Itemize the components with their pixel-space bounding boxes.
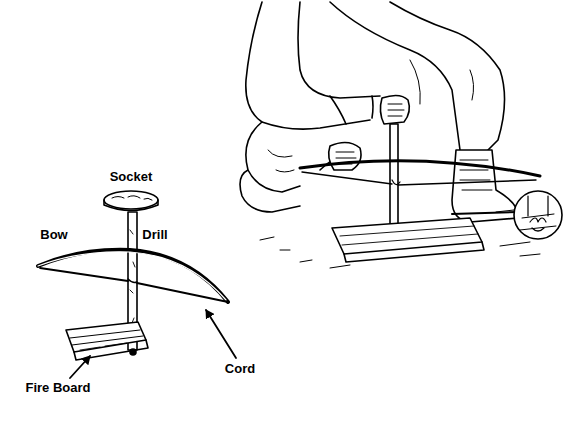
part-label: Drill (142, 228, 167, 242)
part-label: Fire Board (25, 381, 90, 395)
part-label: Socket (110, 170, 153, 184)
part-label: Bow (40, 228, 67, 242)
part-label: Cord (225, 362, 255, 376)
